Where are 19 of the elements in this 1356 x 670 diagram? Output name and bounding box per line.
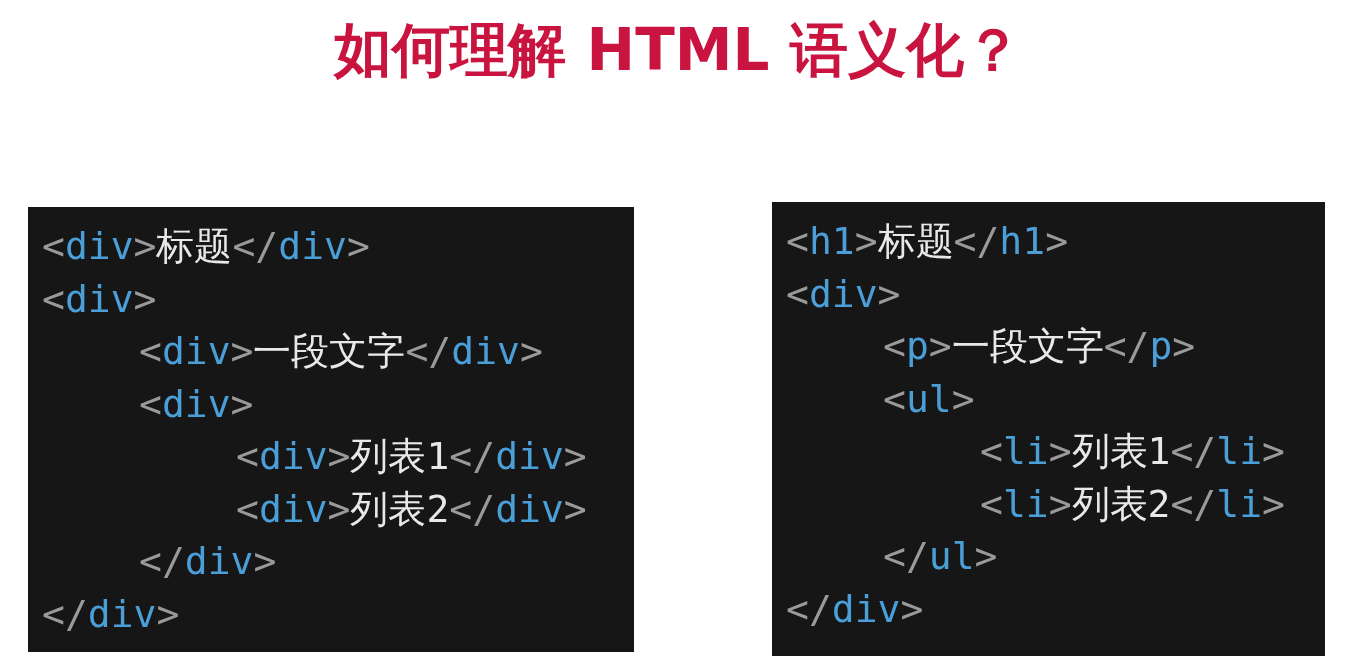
code-line: <p>一段文字</p> bbox=[883, 323, 1196, 369]
code-line: <div> bbox=[42, 275, 157, 322]
code-line: <div>列表1</div> bbox=[236, 433, 587, 479]
code-line: <li>列表2</li> bbox=[980, 480, 1285, 527]
code-line: <div> bbox=[139, 380, 254, 427]
code-panel bbox=[772, 202, 1325, 656]
code-line: <div> bbox=[786, 270, 901, 317]
code-line: <div>一段文字</div> bbox=[139, 328, 543, 374]
code-line: </div> bbox=[786, 585, 924, 632]
code-line: <div>列表2</div> bbox=[236, 485, 587, 532]
code-panel bbox=[28, 207, 634, 652]
code-line: <li>列表1</li> bbox=[980, 428, 1285, 474]
slide-title: 如何理解 HTML 语义化？ bbox=[332, 15, 1023, 86]
code-line: <ul> bbox=[883, 375, 975, 422]
code-line: </div> bbox=[42, 590, 180, 637]
code-line: </ul> bbox=[883, 533, 998, 579]
code-line: <div>标题</div> bbox=[42, 223, 370, 269]
code-line: <h1>标题</h1> bbox=[786, 218, 1068, 264]
code-line: </div> bbox=[139, 538, 277, 584]
